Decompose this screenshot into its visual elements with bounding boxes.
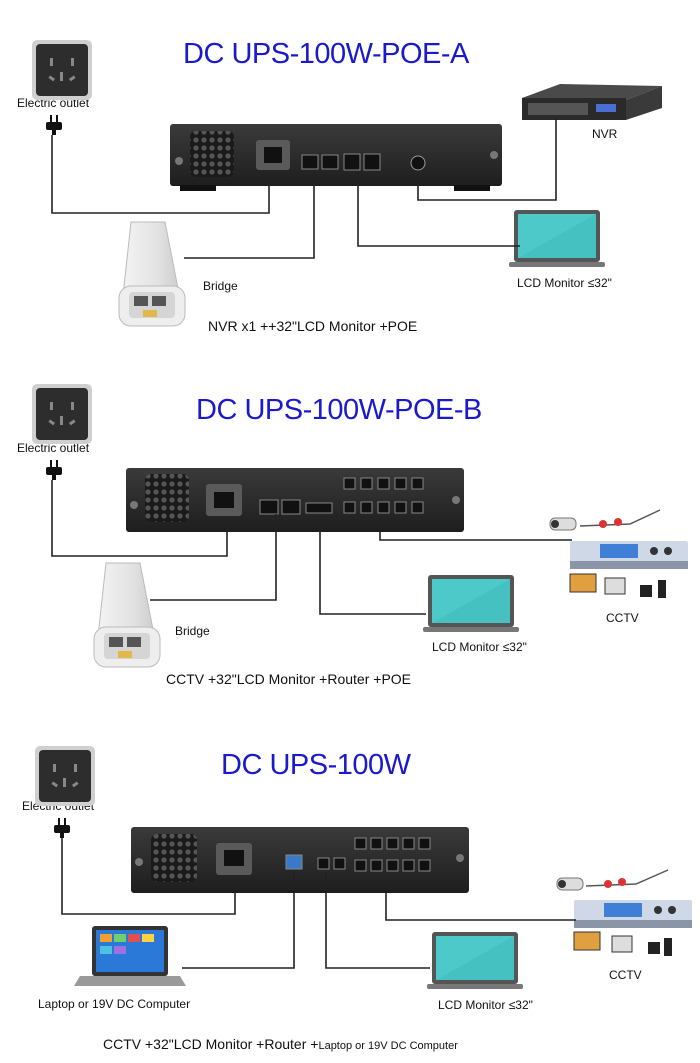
section-b-bridge-label: Bridge bbox=[175, 624, 210, 638]
section-b-caption: CCTV +32"LCD Monitor +Router +POE bbox=[166, 671, 412, 687]
section-b-cables bbox=[51, 480, 572, 615]
section-a-title: DC UPS-100W-POE-A bbox=[183, 38, 469, 70]
section-c-monitor bbox=[427, 932, 523, 989]
section-c-outlet bbox=[35, 746, 95, 806]
section-b-device bbox=[126, 468, 464, 532]
section-a-bridge bbox=[118, 221, 186, 327]
section-c-caption: CCTV +32"LCD Monitor +Router +Laptop or … bbox=[103, 1036, 458, 1052]
section-a-nvr bbox=[522, 84, 662, 120]
section-a-bridge-label: Bridge bbox=[203, 279, 238, 293]
section-c-device bbox=[131, 827, 469, 893]
section-a-monitor-label: LCD Monitor ≤32" bbox=[517, 276, 612, 290]
section-c-cctv-label: CCTV bbox=[609, 968, 642, 982]
section-b-plug bbox=[46, 460, 62, 480]
section-b-monitor bbox=[423, 575, 519, 632]
section-b-outlet-label: Electric outlet bbox=[17, 441, 90, 455]
section-b-title: DC UPS-100W-POE-B bbox=[196, 394, 482, 426]
section-b-bridge bbox=[93, 562, 161, 668]
section-b-cctv bbox=[549, 509, 688, 598]
section-c-laptop bbox=[74, 926, 186, 986]
section-b-outlet bbox=[32, 384, 92, 444]
section-c-caption-main: CCTV +32"LCD Monitor +Router + bbox=[103, 1036, 319, 1052]
section-c-cables bbox=[61, 838, 576, 969]
section-a-outlet bbox=[32, 40, 92, 100]
section-a-nvr-label: NVR bbox=[592, 127, 618, 141]
section-c-caption-small: Laptop or 19V DC Computer bbox=[318, 1040, 458, 1052]
section-a-caption: NVR x1 ++32"LCD Monitor +POE bbox=[208, 318, 418, 334]
section-c-cctv bbox=[556, 869, 692, 956]
section-c-title: DC UPS-100W bbox=[221, 749, 411, 781]
section-c-laptop-label: Laptop or 19V DC Computer bbox=[38, 997, 191, 1011]
section-b-monitor-label: LCD Monitor ≤32" bbox=[432, 640, 527, 654]
section-a-cables bbox=[51, 118, 557, 259]
section-a-monitor bbox=[509, 210, 605, 267]
section-a-plug bbox=[46, 115, 62, 135]
section-c-plug bbox=[54, 818, 70, 838]
section-b-cctv-label: CCTV bbox=[606, 611, 639, 625]
section-c-monitor-label: LCD Monitor ≤32" bbox=[438, 998, 533, 1012]
section-a-device bbox=[170, 124, 502, 191]
